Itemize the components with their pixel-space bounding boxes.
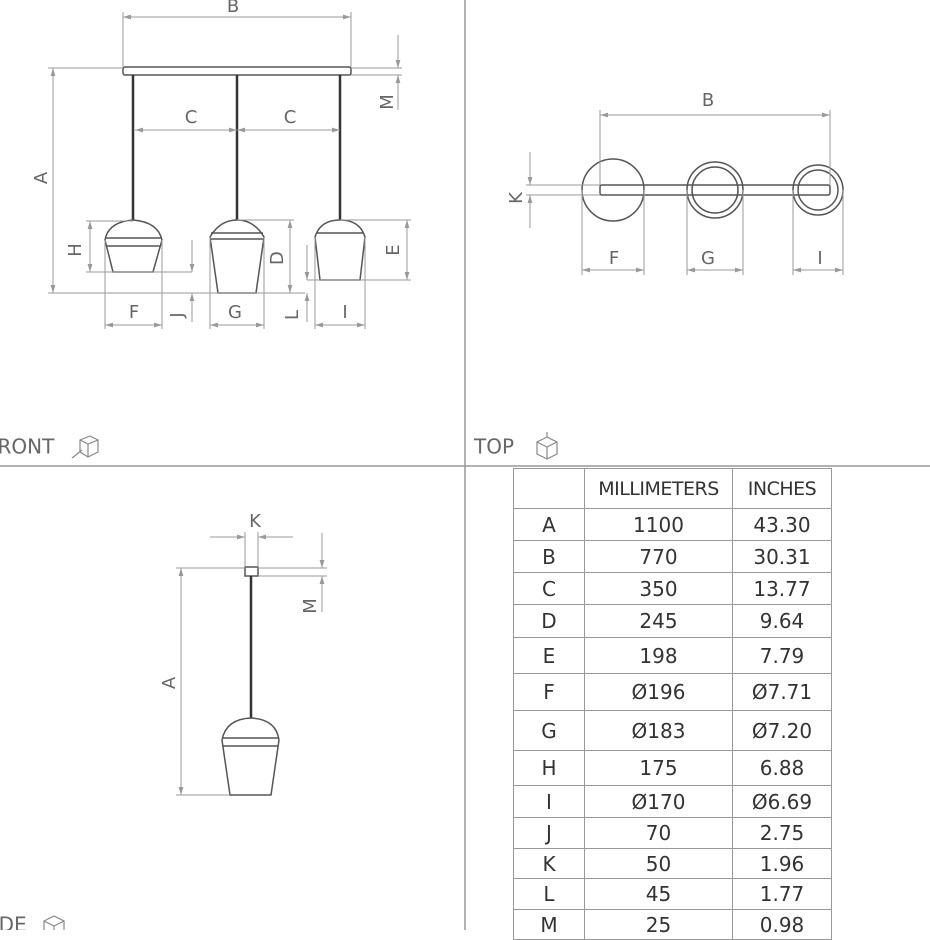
view-label-front: FRONT xyxy=(0,435,55,459)
dim-label-k: K xyxy=(249,511,262,532)
row-inches: 1.77 xyxy=(732,878,832,910)
row-key: J xyxy=(513,817,585,849)
row-key: B xyxy=(513,540,585,573)
dim-label-a: A xyxy=(31,171,52,184)
dim-label-e: E xyxy=(383,244,404,255)
row-inches: Ø7.71 xyxy=(732,673,832,711)
row-millimeters: 50 xyxy=(584,848,733,879)
view-label-side: SIDE xyxy=(0,913,27,931)
dim-label-b: B xyxy=(702,90,714,111)
row-inches: 43.30 xyxy=(732,508,832,541)
dim-label-f: F xyxy=(609,248,619,269)
dim-label-k: K xyxy=(506,191,527,204)
row-millimeters: 350 xyxy=(584,572,733,605)
view-label-top: TOP xyxy=(473,435,514,459)
dim-label-f: F xyxy=(129,302,139,323)
dim-label-m: M xyxy=(300,598,321,614)
table-header-row: MILLIMETERS INCHES xyxy=(513,468,832,509)
row-millimeters: 245 xyxy=(584,604,733,638)
dim-label-a: A xyxy=(159,676,180,689)
row-millimeters: 175 xyxy=(584,750,733,786)
row-millimeters: 198 xyxy=(584,637,733,674)
front-view: B A C C M H J D E L xyxy=(0,0,411,459)
lamp-shade-left xyxy=(104,219,163,273)
row-millimeters: 25 xyxy=(584,909,733,940)
row-inches: Ø7.20 xyxy=(732,710,832,751)
row-inches: 1.96 xyxy=(732,848,832,879)
row-inches: Ø6.69 xyxy=(732,785,832,818)
row-inches: 0.98 xyxy=(732,909,832,940)
canopy-bar xyxy=(122,66,352,76)
top-view: B K F G I TOP xyxy=(473,90,844,460)
row-key: H xyxy=(513,750,585,786)
row-key: M xyxy=(513,909,585,940)
dim-label-d: D xyxy=(267,251,288,265)
row-millimeters: Ø196 xyxy=(584,673,733,711)
row-millimeters: 1100 xyxy=(584,508,733,541)
row-inches: 9.64 xyxy=(732,604,832,638)
header-millimeters: MILLIMETERS xyxy=(584,468,733,509)
row-millimeters: 70 xyxy=(584,817,733,849)
dim-label-c: C xyxy=(185,107,198,128)
row-key: C xyxy=(513,572,585,605)
view-cube-icon xyxy=(71,435,99,459)
row-key: F xyxy=(513,673,585,711)
row-inches: 2.75 xyxy=(732,817,832,849)
view-cube-icon xyxy=(536,432,558,460)
row-inches: 6.88 xyxy=(732,750,832,786)
header-inches: INCHES xyxy=(732,468,832,509)
row-key: L xyxy=(513,878,585,910)
view-cube-icon xyxy=(43,915,65,930)
dim-label-c: C xyxy=(284,107,297,128)
row-key: E xyxy=(513,637,585,674)
row-millimeters: Ø183 xyxy=(584,710,733,751)
dim-label-m: M xyxy=(377,94,398,110)
dim-label-g: G xyxy=(228,302,242,323)
dim-label-g: G xyxy=(701,248,715,269)
lamp-shade-center xyxy=(209,219,265,294)
lamp-shade-side xyxy=(221,717,280,796)
dim-label-i: I xyxy=(817,248,822,269)
row-inches: 13.77 xyxy=(732,572,832,605)
dim-label-l: L xyxy=(282,310,303,320)
row-millimeters: Ø170 xyxy=(584,785,733,818)
dim-label-i: I xyxy=(342,302,347,323)
row-millimeters: 45 xyxy=(584,878,733,910)
dim-label-h: H xyxy=(65,243,86,257)
row-key: G xyxy=(513,710,585,751)
row-key: A xyxy=(513,508,585,541)
header-key xyxy=(513,468,585,509)
row-key: D xyxy=(513,604,585,638)
lamp-shade-right xyxy=(314,219,366,281)
dim-label-b: B xyxy=(227,0,239,17)
row-inches: 7.79 xyxy=(732,637,832,674)
row-inches: 30.31 xyxy=(732,540,832,573)
row-key: K xyxy=(513,848,585,879)
row-key: I xyxy=(513,785,585,818)
dim-label-j: J xyxy=(167,312,188,318)
row-millimeters: 770 xyxy=(584,540,733,573)
side-view: K A M SIDE xyxy=(0,511,327,930)
